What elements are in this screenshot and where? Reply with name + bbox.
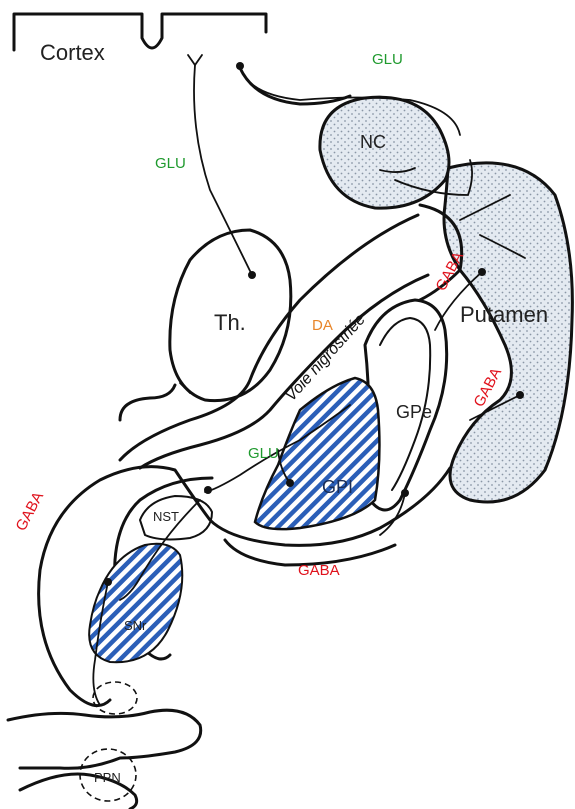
thalamo-cortical-axon <box>194 65 252 275</box>
synapse-dot <box>204 486 212 494</box>
synapse-dot <box>236 62 244 70</box>
synapse-dot <box>401 489 409 497</box>
synapse-dot <box>478 268 486 276</box>
nst-label: NST <box>153 509 179 524</box>
da-label: DA <box>312 317 333 334</box>
lower-envelope <box>39 467 450 706</box>
ppn-label: PPN <box>94 770 121 785</box>
synapse-dot <box>516 391 524 399</box>
snr-label: SNr <box>124 618 147 633</box>
thalamus-input-axon <box>180 383 190 393</box>
putamen-label: Putamen <box>460 302 548 327</box>
caudate-label: NC <box>360 132 386 152</box>
ppn-upper-dashed <box>93 682 137 714</box>
nigrostriatal-channel-lower <box>140 275 428 468</box>
glu-label-nst-gpi: GLU <box>248 445 279 462</box>
glu-label-cortex-striatum: GLU <box>372 51 403 68</box>
synapse-dot <box>286 479 294 487</box>
gpi-label: GPI <box>322 477 353 497</box>
cortex-synapse <box>188 55 202 65</box>
putamen-shape <box>444 163 572 502</box>
thalamus-link <box>120 385 175 420</box>
synapse-dot <box>248 271 256 279</box>
gpe-label: GPe <box>396 402 432 422</box>
cortex-label: Cortex <box>40 40 105 65</box>
gaba-label-bottom: GABA <box>298 562 340 579</box>
thalamus-label: Th. <box>214 310 246 335</box>
synapse-dot <box>104 578 112 586</box>
brainstem-outline <box>8 710 201 768</box>
gaba-label-snr-ppn: GABA <box>13 489 48 534</box>
glu-label-thalamus-cortex: GLU <box>155 155 186 172</box>
